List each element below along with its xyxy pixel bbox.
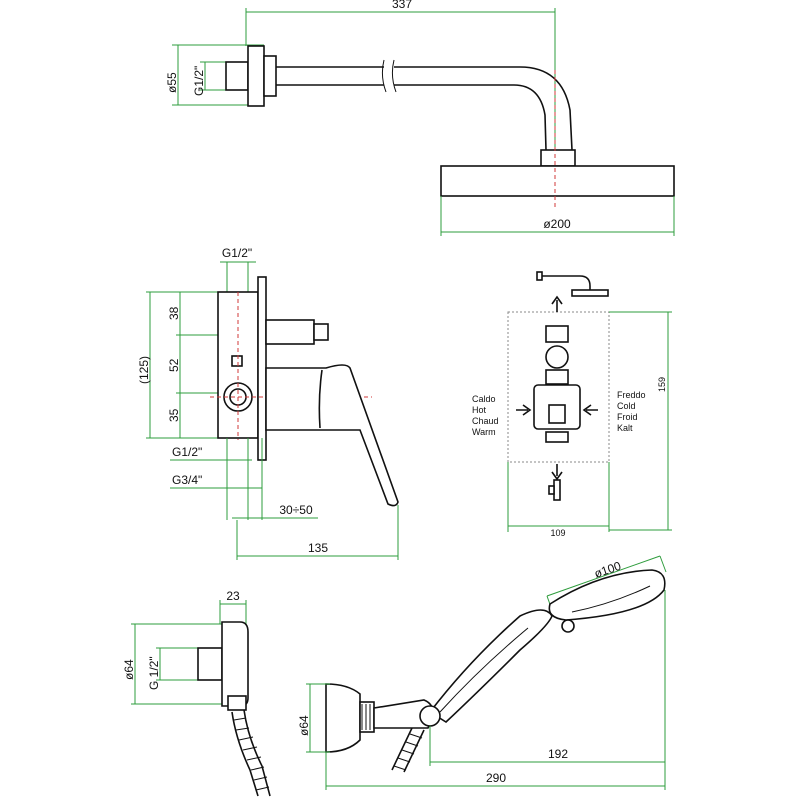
label-arm-length: 337 [392, 0, 412, 11]
mini-head-icon [571, 289, 609, 297]
mini-hand-shower-bracket-icon [548, 485, 555, 495]
wall-outlet-view: 23 ø64 G 1/2" [122, 589, 271, 797]
head-connector [540, 149, 576, 167]
valve-top-block [545, 325, 569, 343]
label-hot-fr: Chaud [472, 416, 499, 426]
mini-arm-flange-icon [536, 271, 543, 281]
valve-outlet [545, 431, 569, 443]
mini-hand-shower-icon [553, 479, 561, 501]
schematic-box [507, 311, 610, 463]
hand-shower-button [561, 619, 575, 633]
mixer-diverter-end [313, 323, 329, 341]
valve-cartridge [548, 404, 566, 424]
mixer-lever-handle [265, 364, 399, 507]
label-hot-de: Warm [472, 427, 496, 437]
label-schematic-width: 109 [550, 528, 565, 538]
hand-hose-ribs [393, 733, 423, 771]
label-wall-depth: 30÷50 [279, 503, 313, 517]
label-projection: 135 [308, 541, 328, 555]
bracket-swivel [419, 705, 441, 727]
shower-arm-view: 337 ø55 G1/2" ø200 [165, 0, 675, 236]
hand-shower-face [571, 585, 651, 613]
label-cold-en: Cold [617, 401, 636, 411]
hand-hose [391, 727, 425, 773]
label-hot-en: Hot [472, 405, 487, 415]
label-outlet-thread: G 1/2" [147, 656, 161, 690]
label-segment-bottom: 35 [167, 408, 181, 422]
outlet-body [221, 621, 249, 707]
arrow-in-left-icon [516, 404, 532, 416]
mixer-port [231, 355, 243, 367]
label-outlet-diameter: ø64 [122, 659, 136, 680]
arrow-up-icon [551, 295, 563, 312]
bracket-collar-ribs [361, 704, 371, 730]
label-bottom-thread-2: G3/4" [172, 473, 202, 487]
valve-diverter-circle [545, 345, 569, 369]
label-flange-diameter: ø55 [165, 72, 179, 93]
valve-stem [545, 369, 569, 385]
arm-break-mark [381, 59, 397, 93]
outlet-thread-stub [197, 647, 223, 681]
label-mixer-top-thread: G1/2" [222, 246, 252, 260]
label-segment-top: 38 [167, 306, 181, 320]
label-head-diameter: ø200 [543, 217, 571, 231]
bracket-wall-plate [325, 683, 361, 753]
mixer-side-view: G1/2" (125) 38 52 35 G1/2" G3/4" [137, 246, 399, 560]
mixer-lever-seam [318, 369, 323, 429]
mixer-diverter-pipe [265, 319, 315, 345]
arrow-down-icon [551, 464, 563, 481]
outlet-hose-nut [227, 695, 247, 711]
shower-head-body [440, 165, 675, 197]
label-hand-reach: 192 [548, 747, 568, 761]
mini-arm-icon [540, 275, 591, 290]
arm-thread-stub [225, 61, 249, 91]
outlet-hose-ribs [233, 717, 270, 791]
dim-ext-hand-head-right [659, 555, 667, 573]
arrow-in-right-icon [582, 404, 598, 416]
label-hand-overall: 290 [486, 771, 506, 785]
label-overall-height: (125) [137, 356, 151, 384]
arm-collar [263, 55, 277, 97]
label-segment-mid: 52 [167, 358, 181, 372]
label-bottom-thread-1: G1/2" [172, 445, 202, 459]
label-cold-fr: Froid [617, 412, 638, 422]
label-cold-it: Freddo [617, 390, 646, 400]
label-bracket-diameter: ø64 [297, 715, 311, 736]
arm-tube-bottom [276, 84, 547, 151]
flow-schematic: Caldo Hot Chaud Warm Freddo Cold Froid K… [472, 271, 672, 538]
label-hot-it: Caldo [472, 394, 496, 404]
outlet-hose [231, 709, 271, 797]
hand-shower-handle-line [439, 627, 529, 713]
hand-shower-head [548, 569, 666, 621]
dim-line-hand-head [546, 555, 661, 597]
arm-wall-flange [247, 45, 265, 107]
arm-tube-top [276, 66, 573, 151]
label-arm-thread: G1/2" [192, 66, 206, 96]
label-cold-de: Kalt [617, 423, 633, 433]
mixer-wall-plate [257, 276, 267, 461]
label-schematic-height: 159 [657, 377, 667, 392]
hand-shower-view: ø100 ø64 192 290 [297, 555, 667, 790]
hand-shower-handle [428, 609, 553, 724]
label-outlet-depth: 23 [226, 589, 240, 603]
